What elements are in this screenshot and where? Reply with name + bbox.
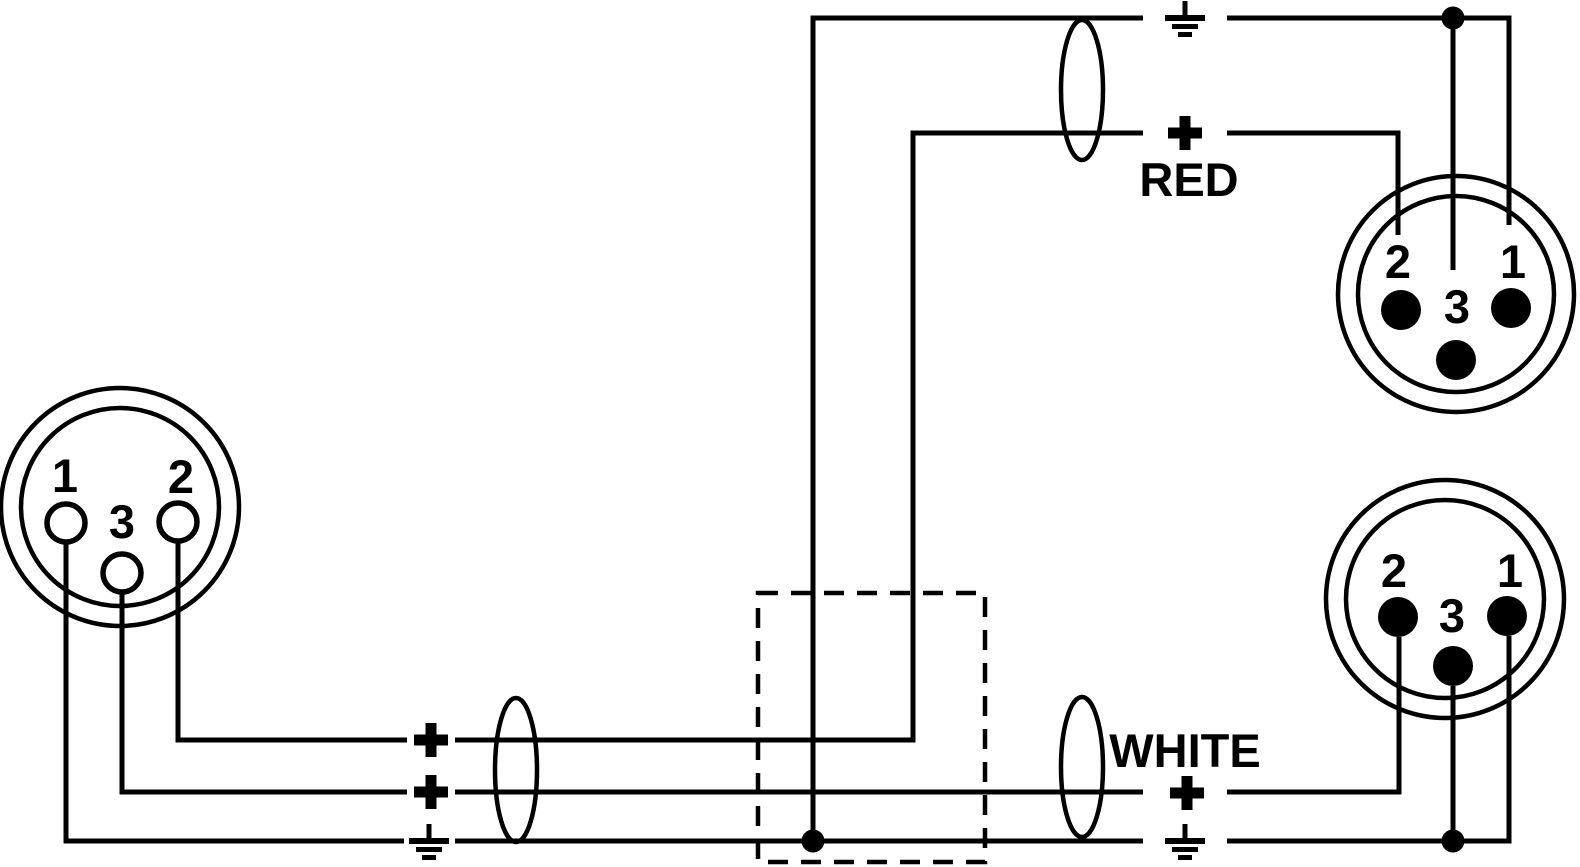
xlr-male-red-pin-1-label: 1	[1500, 235, 1526, 288]
ground-bar-2	[416, 847, 442, 852]
ground-bar-3	[422, 855, 436, 860]
cable-shield-ellipse-2	[492, 695, 540, 845]
xlr-female-left-pin-3-label: 3	[109, 495, 135, 548]
xlr-female-left-pin-2-label: 2	[168, 450, 194, 503]
connector-inner-ring	[1355, 193, 1557, 395]
xlr-female-left-pin-1-label: 1	[52, 449, 78, 502]
plus-vertical-bar	[1181, 776, 1193, 810]
polarity-plus-mark-4	[1170, 776, 1204, 810]
connector-inner-ring	[1343, 497, 1547, 701]
ground-bar-3	[1178, 855, 1192, 860]
plus-vertical-bar	[425, 775, 437, 809]
wire-hot-red	[175, 130, 1401, 743]
ground-bar-2	[1172, 24, 1198, 29]
ground-bar-2	[1172, 847, 1198, 852]
xlr-male-red-pin-3-contact	[1436, 340, 1476, 380]
xlr-male-red-pin-3-label: 3	[1444, 280, 1470, 333]
xlr-male-white-pin-3-contact	[1433, 646, 1473, 686]
xlr-female-left-pin-1-contact	[44, 501, 88, 545]
connector-outer-ring	[1335, 173, 1577, 415]
ground-bar-3	[1178, 32, 1192, 37]
connector-outer-ring	[0, 385, 242, 629]
xlr-male-white: 231	[1323, 477, 1567, 721]
xlr-female-left-pin-2-contact	[156, 500, 200, 544]
ground-stub	[1182, 824, 1188, 838]
polarity-plus-mark-3	[1168, 116, 1202, 150]
xlr-male-red-pin-2-label: 2	[1385, 235, 1411, 288]
xlr-female-left-pin-3-contact	[100, 551, 144, 595]
ground-bar-1	[1165, 838, 1205, 844]
ground-symbol-3	[1165, 824, 1205, 860]
wire-shield-bottom	[63, 542, 1512, 844]
cable-shield-ellipse-3	[1058, 694, 1106, 840]
plus-vertical-bar	[425, 723, 437, 757]
polarity-plus-mark-1	[414, 723, 448, 757]
channel-label-red: RED	[1139, 153, 1238, 206]
ground-symbol-1	[409, 824, 449, 860]
xlr-male-white-pin-2-label: 2	[1381, 544, 1407, 597]
ground-stub	[1182, 1, 1188, 15]
xlr-male-white-pin-3-label: 3	[1439, 589, 1465, 642]
ground-symbol-2	[1165, 1, 1205, 37]
xlr-male-red: 231	[1335, 173, 1577, 415]
connector-outer-ring	[1323, 477, 1567, 721]
ground-bar-1	[409, 838, 449, 844]
ground-stub	[426, 824, 432, 838]
xlr-female-left: 132	[0, 385, 242, 629]
plus-vertical-bar	[1179, 116, 1191, 150]
xlr-male-red-pin-2-contact	[1381, 290, 1421, 330]
dashed-shield-link-box	[755, 590, 988, 865]
wire-shield-top	[810, 15, 1512, 841]
channel-label-white: WHITE	[1109, 724, 1260, 777]
xlr-male-white-pin-2-contact	[1378, 597, 1418, 637]
junction-dot-2	[1441, 6, 1465, 30]
polarity-plus-mark-2	[414, 775, 448, 809]
connector-inner-ring	[18, 405, 222, 609]
junction-dot-3	[1441, 829, 1465, 853]
cable-shield-ellipse-1	[1058, 17, 1106, 163]
junction-dot-1	[801, 829, 825, 853]
ground-bar-1	[1165, 15, 1205, 21]
xlr-male-red-pin-1-contact	[1491, 288, 1531, 328]
xlr-male-white-pin-1-label: 1	[1497, 544, 1523, 597]
xlr-male-white-pin-1-contact	[1487, 596, 1527, 636]
